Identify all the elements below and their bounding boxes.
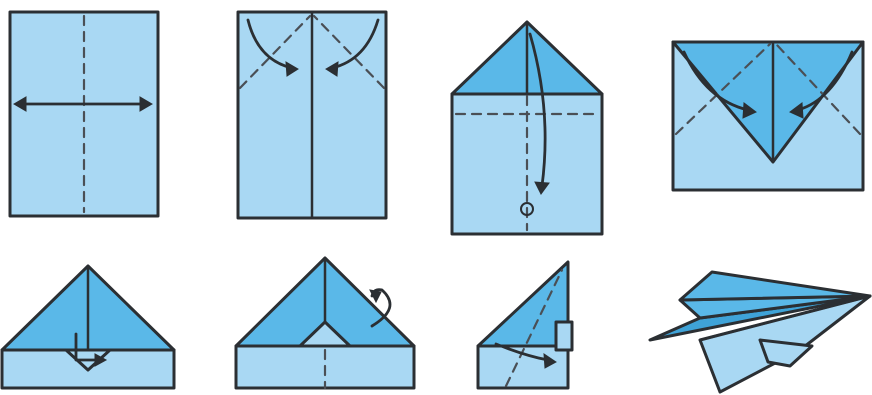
small-flap [556,322,572,350]
tail-flap [760,340,812,366]
step-1-fold-lengthwise [10,12,158,216]
step-2-fold-corners [238,12,386,218]
step-3-fold-down [452,22,602,234]
step-7-fold-wing [478,262,572,388]
step-8-finished-airplane [650,272,870,392]
step-4-fold-corners-again [673,42,863,190]
top-wing [680,272,870,300]
step-6-fold-in-half [236,258,414,388]
step-5-tuck-flap [2,266,174,388]
